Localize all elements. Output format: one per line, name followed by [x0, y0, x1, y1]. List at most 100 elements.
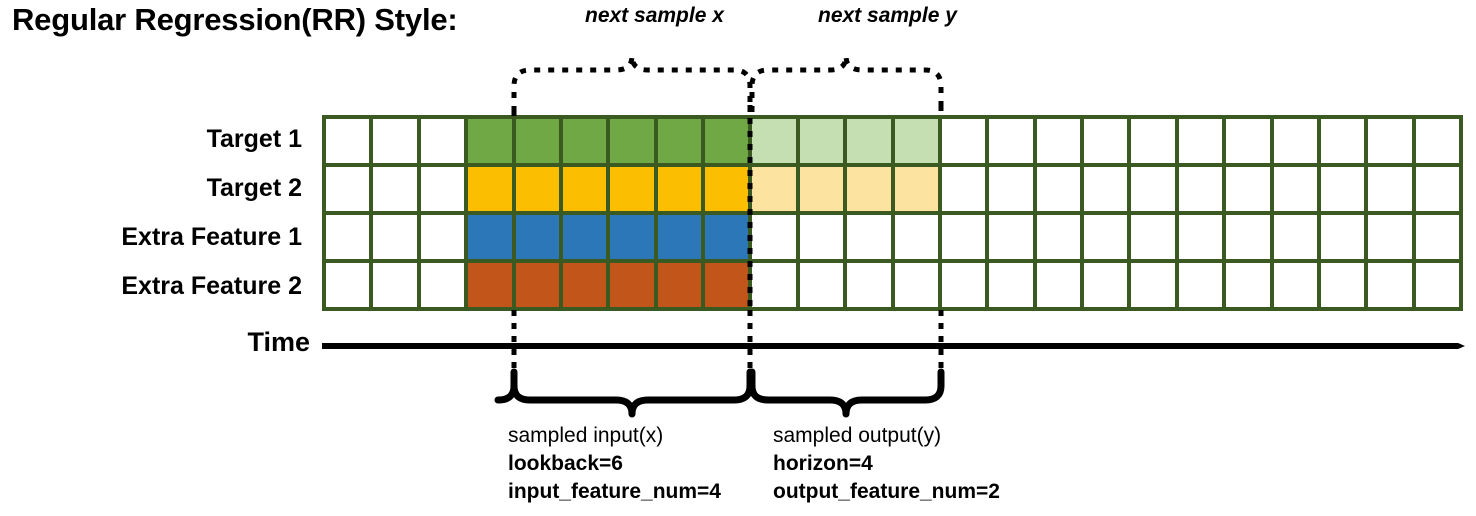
grid-cell-r4-c17 — [1084, 263, 1128, 307]
grid-cell-r2-c8 — [657, 167, 701, 211]
caption-input-line2: lookback=6 — [508, 451, 623, 475]
page-title: Regular Regression(RR) Style: — [12, 2, 458, 37]
grid-cell-r3-c11 — [799, 215, 844, 259]
grid-cell-r3-c5 — [515, 215, 559, 259]
grid-cell-r1-c2 — [373, 119, 417, 163]
grid-cell-r4-c20 — [1226, 263, 1270, 307]
grid-row-3 — [326, 215, 1459, 259]
grid-cell-r3-c10 — [752, 215, 796, 259]
grid-cell-r4-c22 — [1320, 263, 1365, 307]
grid-cell-r3-c9 — [705, 215, 749, 259]
grid-cell-r1-c6 — [562, 119, 607, 163]
grid-cell-r4-c7 — [610, 263, 654, 307]
solid-brace-sampled-input — [494, 368, 754, 418]
annotation-next-sample-x: next sample x — [585, 4, 724, 27]
caption-input-line1: sampled input(x) — [508, 424, 664, 447]
grid-row-1 — [326, 119, 1459, 163]
grid-cell-r3-c12 — [847, 215, 891, 259]
grid-cell-r4-c18 — [1131, 263, 1175, 307]
grid-cell-r1-c13 — [894, 119, 938, 163]
grid-cell-r2-c24 — [1415, 167, 1459, 211]
grid-cell-r3-c20 — [1226, 215, 1270, 259]
grid-cell-r1-c15 — [989, 119, 1033, 163]
grid-cell-r3-c24 — [1415, 215, 1459, 259]
grid-cell-r2-c12 — [847, 167, 891, 211]
dotted-brace-next-sample-y — [749, 55, 944, 112]
grid-cell-r3-c23 — [1368, 215, 1412, 259]
caption-input-line3: input_feature_num=4 — [508, 479, 721, 503]
grid-cell-r2-c20 — [1226, 167, 1270, 211]
caption-sampled-output: sampled output(y) horizon=4 output_featu… — [773, 422, 1000, 506]
grid-cell-r4-c5 — [515, 263, 559, 307]
grid-cell-r1-c23 — [1368, 119, 1412, 163]
caption-sampled-input: sampled input(x) lookback=6 input_featur… — [508, 422, 721, 506]
grid-cell-r2-c15 — [989, 167, 1033, 211]
grid-cell-r3-c13 — [894, 215, 938, 259]
grid-row-2 — [326, 167, 1459, 211]
grid-cell-r4-c14 — [941, 263, 986, 307]
grid-cell-r3-c19 — [1178, 215, 1223, 259]
grid-cell-r2-c3 — [420, 167, 465, 211]
grid-cell-r3-c4 — [468, 215, 512, 259]
grid-cell-r1-c21 — [1273, 119, 1317, 163]
grid-cell-r1-c10 — [752, 119, 796, 163]
grid-cell-r1-c24 — [1415, 119, 1459, 163]
grid-cell-r4-c1 — [326, 263, 370, 307]
dotted-brace-next-sample-x — [511, 55, 753, 112]
grid-cell-r3-c16 — [1036, 215, 1080, 259]
grid-cell-r4-c12 — [847, 263, 891, 307]
caption-output-line2: horizon=4 — [773, 451, 873, 475]
grid-cell-r4-c2 — [373, 263, 417, 307]
grid-cell-r1-c3 — [420, 119, 465, 163]
grid-cell-r3-c21 — [1273, 215, 1317, 259]
grid-cell-r3-c14 — [941, 215, 986, 259]
solid-brace-sampled-output — [748, 368, 945, 418]
grid-cell-r2-c16 — [1036, 167, 1080, 211]
grid-cell-r4-c6 — [562, 263, 607, 307]
grid-cell-r1-c12 — [847, 119, 891, 163]
grid-cell-r1-c16 — [1036, 119, 1080, 163]
grid-cell-r3-c8 — [657, 215, 701, 259]
grid-cell-r4-c24 — [1415, 263, 1459, 307]
grid-cell-r2-c17 — [1084, 167, 1128, 211]
grid-cell-r3-c6 — [562, 215, 607, 259]
grid-cell-r1-c22 — [1320, 119, 1365, 163]
grid-cell-r2-c13 — [894, 167, 938, 211]
grid-cell-r2-c22 — [1320, 167, 1365, 211]
grid-cell-r2-c9 — [705, 167, 749, 211]
grid-cell-r2-c11 — [799, 167, 844, 211]
grid-cell-r1-c14 — [941, 119, 986, 163]
row-label-target-1: Target 1 — [206, 125, 302, 153]
grid-cell-r2-c5 — [515, 167, 559, 211]
grid-cell-r3-c3 — [420, 215, 465, 259]
grid-cell-r1-c11 — [799, 119, 844, 163]
grid-row-4 — [326, 263, 1459, 307]
grid-cell-r4-c10 — [752, 263, 796, 307]
grid-cell-r4-c19 — [1178, 263, 1223, 307]
grid-cell-r2-c21 — [1273, 167, 1317, 211]
grid-cell-r4-c23 — [1368, 263, 1412, 307]
grid-cell-r4-c13 — [894, 263, 938, 307]
grid-cell-r2-c2 — [373, 167, 417, 211]
grid-cell-r1-c4 — [468, 119, 512, 163]
grid-cell-r2-c6 — [562, 167, 607, 211]
grid-cell-r2-c14 — [941, 167, 986, 211]
grid-cell-r2-c10 — [752, 167, 796, 211]
annotation-next-sample-y: next sample y — [818, 4, 957, 27]
grid-cell-r2-c4 — [468, 167, 512, 211]
grid-cell-r1-c17 — [1084, 119, 1128, 163]
caption-output-line1: sampled output(y) — [773, 424, 942, 447]
grid-cell-r1-c5 — [515, 119, 559, 163]
grid-cell-r4-c11 — [799, 263, 844, 307]
grid-cell-r1-c19 — [1178, 119, 1223, 163]
grid-cell-r3-c22 — [1320, 215, 1365, 259]
grid-cell-r4-c3 — [420, 263, 465, 307]
grid-cell-r1-c20 — [1226, 119, 1270, 163]
grid-cell-r4-c4 — [468, 263, 512, 307]
grid-cell-r1-c9 — [705, 119, 749, 163]
row-label-extra-feature-2: Extra Feature 2 — [121, 272, 302, 300]
grid-cell-r2-c18 — [1131, 167, 1175, 211]
grid-cell-r3-c18 — [1131, 215, 1175, 259]
grid-cell-r2-c19 — [1178, 167, 1223, 211]
grid-cell-r1-c8 — [657, 119, 701, 163]
